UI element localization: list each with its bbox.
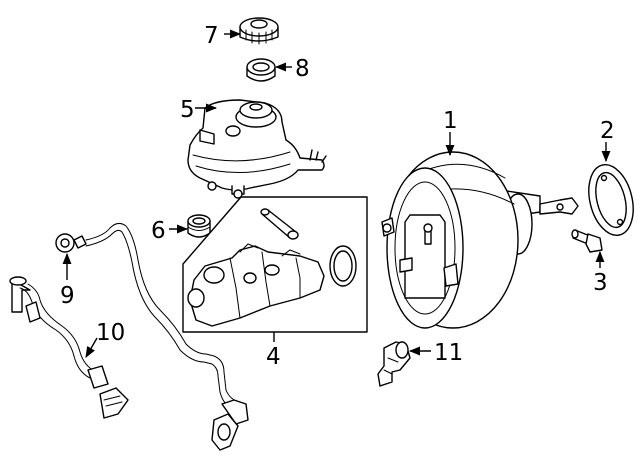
master-cylinder-part <box>182 196 368 333</box>
leader-lines <box>62 29 611 358</box>
callout-labels: 7 8 5 6 9 10 1 2 3 4 11 <box>60 23 615 370</box>
callout-7: 7 <box>204 23 219 49</box>
pressure-sensor-part <box>377 341 411 387</box>
callout-10: 10 <box>96 320 125 346</box>
vacuum-line-part <box>55 222 249 451</box>
gasket-part <box>588 164 634 236</box>
callout-3: 3 <box>593 270 608 296</box>
vacuum-hose-part <box>9 276 129 419</box>
callout-9: 9 <box>60 283 75 309</box>
reservoir-cap-part <box>239 17 279 45</box>
callout-6: 6 <box>151 218 166 244</box>
stud-nut-part <box>571 229 603 253</box>
reservoir-seal-part <box>246 58 276 82</box>
grommet-part <box>187 214 211 238</box>
callout-11: 11 <box>434 340 463 366</box>
callout-8: 8 <box>295 56 310 82</box>
callout-4: 4 <box>266 344 281 370</box>
callout-1: 1 <box>443 108 458 134</box>
fluid-reservoir-part <box>187 99 327 199</box>
callout-2: 2 <box>600 118 615 144</box>
brake-booster-part <box>381 151 579 329</box>
callout-5: 5 <box>180 97 195 123</box>
